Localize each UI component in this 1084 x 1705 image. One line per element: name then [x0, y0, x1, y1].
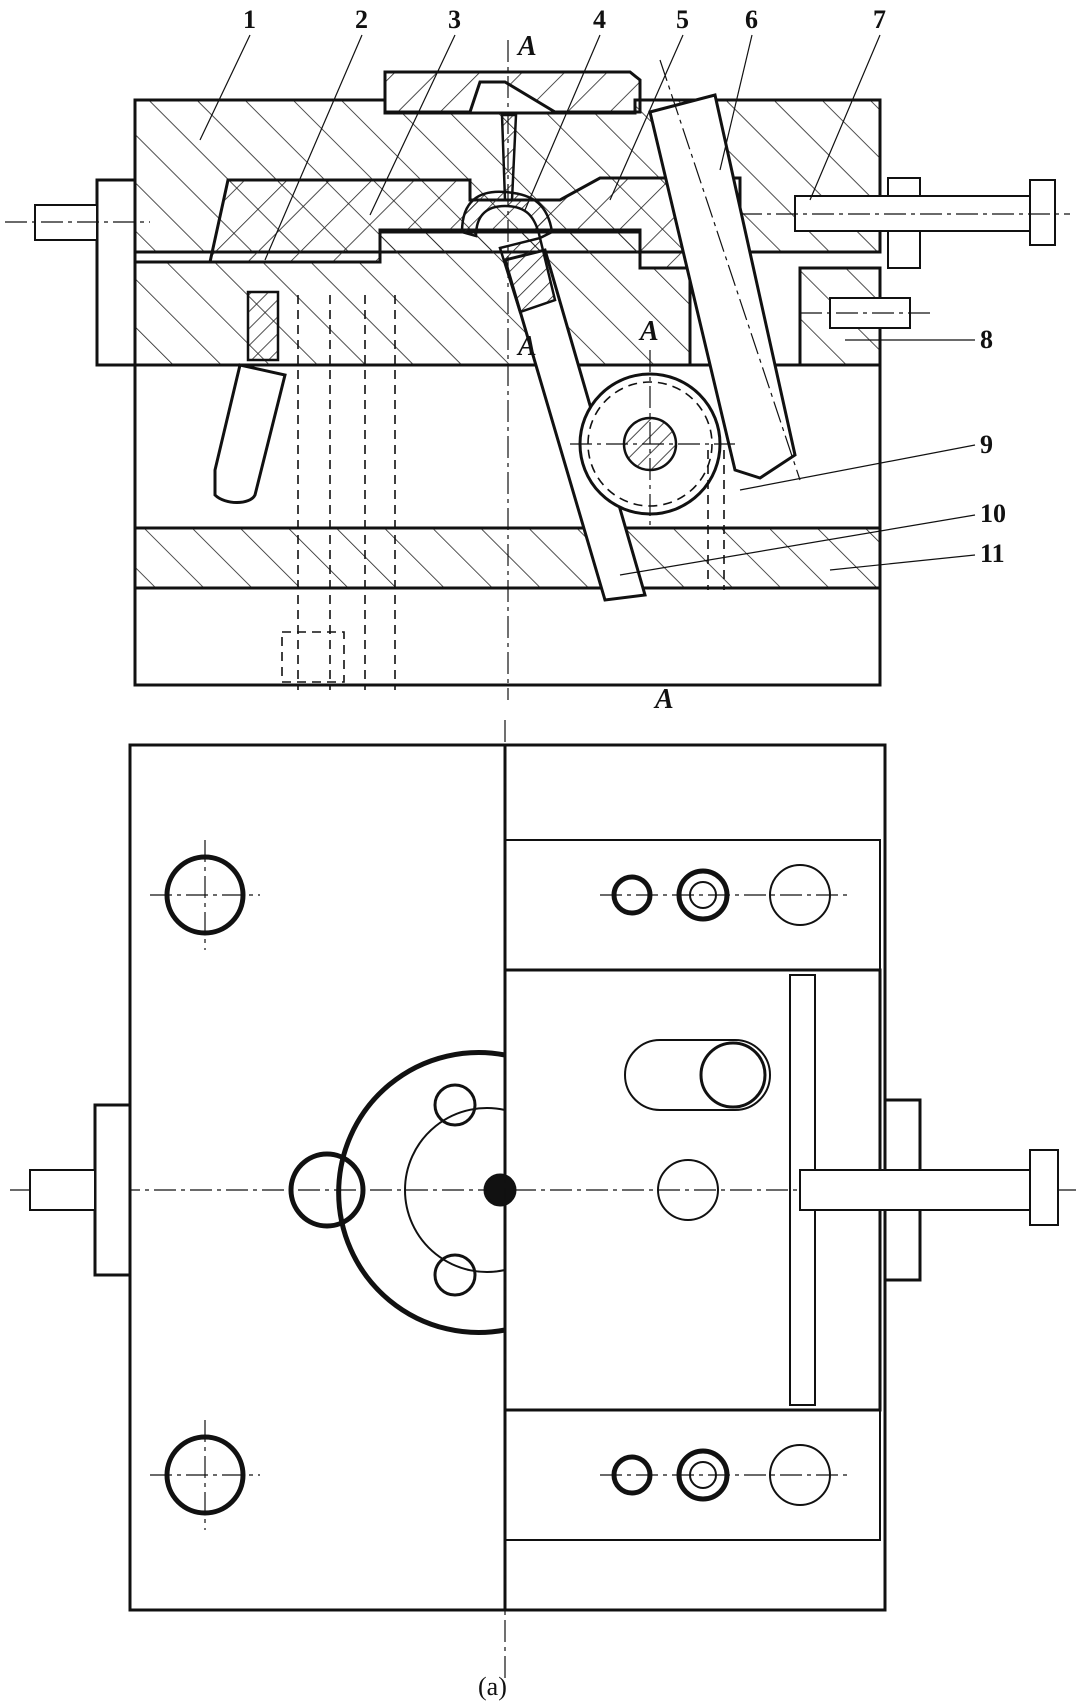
left-housing: [95, 178, 137, 367]
callout-2: 2: [355, 5, 368, 34]
rotary-disk: [336, 1050, 506, 1335]
section-mark-bottom: A: [653, 684, 674, 715]
callout-11: 11: [980, 539, 1005, 568]
figure-caption: (a): [478, 1672, 507, 1701]
molded-part: [460, 190, 554, 240]
hidden-ejector-2: [364, 295, 396, 690]
inclined-pin-axis: [659, 59, 801, 481]
left-lever: [213, 363, 287, 504]
core-tip: [498, 236, 557, 314]
rotary-inner: [404, 1107, 506, 1273]
hidden-right-slot: [707, 450, 725, 590]
plan-right-bolt-head: [1029, 1149, 1059, 1226]
inclined-guide-pin: [648, 93, 797, 480]
section-mark-top: A: [516, 31, 537, 62]
callout-8: 8: [980, 325, 993, 354]
callout-10: 10: [980, 499, 1006, 528]
left-ejector: [246, 290, 280, 362]
slot-pin: [699, 1041, 767, 1109]
callout-5: 5: [676, 5, 689, 34]
side-roller: [288, 1151, 366, 1229]
disk-screw-bottom: [433, 1253, 477, 1297]
callout-9: 9: [980, 430, 993, 459]
slider-slot: [624, 1039, 771, 1111]
hidden-ejector-1: [297, 295, 331, 690]
guide-hole-cross-tl: [150, 840, 260, 950]
plan-left-flange: [93, 1103, 132, 1277]
plan-left-pin: [29, 1169, 96, 1211]
plan-view: (a): [10, 720, 1080, 1701]
callout-1: 1: [243, 5, 256, 34]
rotary-hub: [483, 1173, 517, 1207]
callout-leaders: [199, 34, 976, 576]
disk-screw-top: [433, 1083, 477, 1127]
sprue-bushing: [383, 70, 642, 114]
plan-right-bolt: [799, 1169, 1036, 1211]
callout-6: 6: [745, 5, 758, 34]
callout-3: 3: [448, 5, 461, 34]
section-mark-aux-bottom: A: [516, 331, 537, 362]
section-view: A A A A 1 2 3 4 5 6 7 8 9 10 11: [5, 5, 1070, 715]
hidden-ejector-head: [281, 631, 345, 683]
callout-4: 4: [593, 5, 606, 34]
sprue-channel: [500, 113, 518, 202]
callout-7: 7: [873, 5, 886, 34]
right-bolt-head: [1029, 179, 1056, 246]
guide-hole-cross-bl: [150, 1420, 260, 1530]
section-mark-aux-top: A: [638, 316, 659, 347]
plan-lower-block: [504, 1409, 881, 1541]
